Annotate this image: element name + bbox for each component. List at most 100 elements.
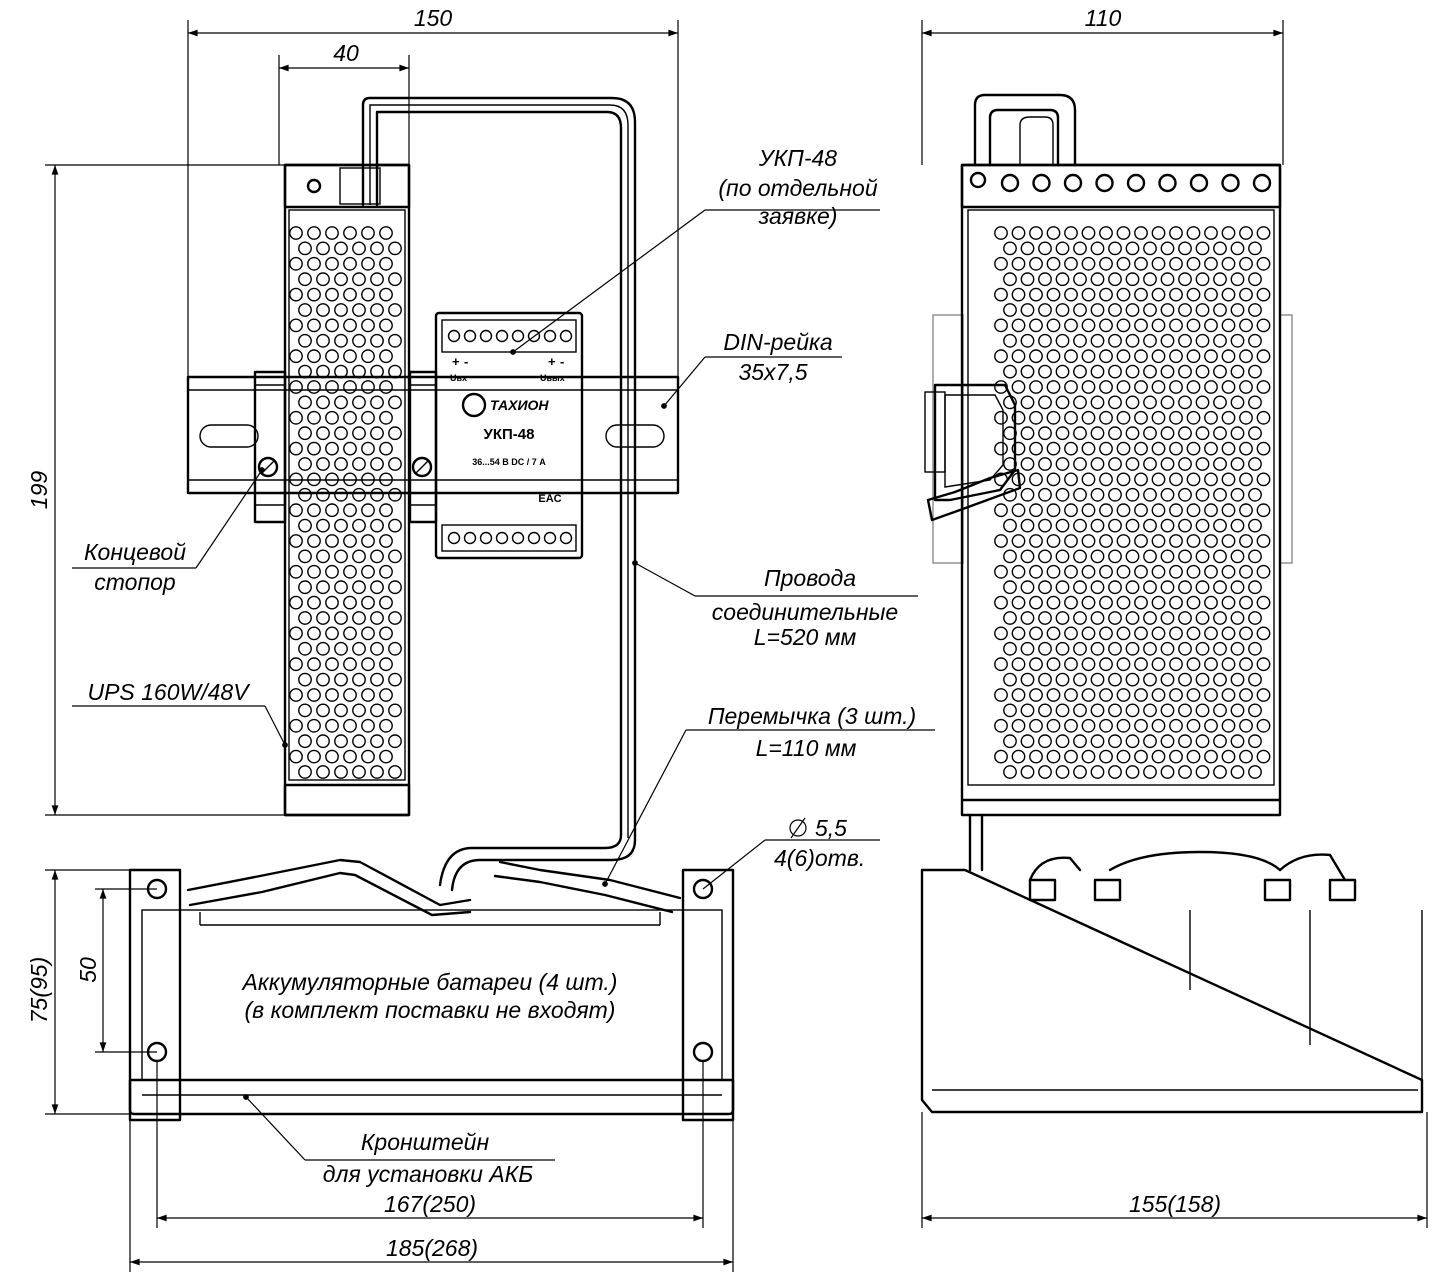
vent-hole xyxy=(316,426,330,441)
vent-hole xyxy=(1169,318,1183,333)
vent-hole xyxy=(1090,672,1105,687)
vent-hole xyxy=(1230,487,1245,502)
ventilation-holes-side xyxy=(994,226,1271,779)
vent-hole xyxy=(352,241,366,256)
vent-hole xyxy=(1046,626,1061,641)
vent-hole xyxy=(1116,595,1131,610)
vent-hole xyxy=(343,564,357,579)
vent-hole xyxy=(1090,457,1105,471)
callout-din-1: DIN-рейка xyxy=(723,329,832,355)
vent-hole xyxy=(325,441,339,456)
vent-hole xyxy=(1099,718,1113,733)
vent-hole xyxy=(1029,349,1043,364)
side-view xyxy=(920,93,1424,1114)
vent-hole xyxy=(289,595,303,610)
battery-side xyxy=(920,813,1424,1114)
diameter-icon xyxy=(789,819,807,837)
vent-hole xyxy=(1003,703,1017,718)
vent-hole xyxy=(1064,749,1078,764)
vent-hole xyxy=(316,364,330,379)
vent-hole xyxy=(1090,765,1105,779)
vent-hole xyxy=(1090,272,1105,287)
vent-hole xyxy=(370,241,384,256)
vent-hole xyxy=(1055,518,1070,533)
vent-hole xyxy=(343,718,357,733)
vent-hole xyxy=(1125,457,1140,471)
dim-155-158: 155(158) xyxy=(1129,1191,1221,1217)
vent-hole xyxy=(1178,580,1192,595)
vent-hole xyxy=(1020,611,1035,625)
terminal-icon xyxy=(495,329,509,343)
vent-hole xyxy=(1003,272,1017,287)
vent-hole xyxy=(1081,534,1096,548)
vent-hole xyxy=(325,318,339,333)
terminal-screw-icon xyxy=(1126,173,1146,193)
vent-hole xyxy=(1221,441,1236,456)
vent-hole xyxy=(1143,303,1157,317)
vent-hole xyxy=(334,272,348,287)
vent-hole xyxy=(1213,395,1227,410)
vent-hole xyxy=(1178,364,1192,379)
vent-hole xyxy=(1151,380,1166,394)
vent-hole xyxy=(1064,534,1078,548)
vent-hole xyxy=(1108,303,1122,317)
vent-hole xyxy=(1248,611,1262,625)
vent-hole xyxy=(1011,564,1026,579)
vent-hole xyxy=(1230,303,1245,317)
vent-hole xyxy=(1169,534,1183,548)
terminal-icon xyxy=(447,531,461,545)
vent-hole xyxy=(1011,503,1026,518)
vent-hole xyxy=(1204,749,1218,764)
vent-hole xyxy=(1248,703,1262,718)
vent-hole xyxy=(1221,657,1236,672)
vent-hole xyxy=(388,272,402,287)
vent-hole xyxy=(1143,703,1157,718)
vent-hole xyxy=(1055,333,1070,348)
vent-hole xyxy=(1186,718,1201,733)
vent-hole xyxy=(307,564,321,579)
vent-hole xyxy=(1221,226,1236,240)
vent-hole xyxy=(289,410,303,425)
vent-hole xyxy=(1038,672,1052,687)
vent-hole xyxy=(1186,287,1201,302)
vent-hole xyxy=(1064,626,1078,641)
vent-hole xyxy=(1116,626,1131,641)
vent-hole xyxy=(1230,272,1245,287)
vent-hole xyxy=(1151,718,1166,733)
vent-hole xyxy=(1213,518,1227,533)
ukp-terminals-bottom xyxy=(447,531,573,545)
vent-hole xyxy=(1029,688,1043,702)
vent-hole xyxy=(1143,457,1157,471)
vent-hole xyxy=(1256,626,1271,641)
vent-hole xyxy=(379,657,393,672)
vent-hole xyxy=(1055,241,1070,256)
vent-hole xyxy=(325,749,339,764)
vent-hole xyxy=(1099,256,1113,271)
terminal-screws xyxy=(1000,173,1272,193)
vent-hole xyxy=(1213,549,1227,564)
callouts: УКП-48 (по отдельной заявке) DIN-рейка 3… xyxy=(72,145,935,1187)
vent-hole xyxy=(1116,718,1131,733)
vent-hole xyxy=(361,287,375,302)
ukp-uin-label: Uвх xyxy=(450,373,467,383)
vent-hole xyxy=(289,688,303,702)
vent-hole xyxy=(1248,241,1262,256)
vent-hole xyxy=(1221,688,1236,702)
vent-hole xyxy=(1029,380,1043,394)
vent-hole xyxy=(289,226,303,240)
vent-hole xyxy=(379,256,393,271)
vent-hole xyxy=(325,410,339,425)
vent-hole xyxy=(370,641,384,656)
vent-hole xyxy=(1221,349,1236,364)
vent-hole xyxy=(352,580,366,595)
vent-hole xyxy=(379,503,393,518)
vent-hole xyxy=(334,241,348,256)
vent-hole xyxy=(1099,534,1113,548)
vent-hole xyxy=(361,749,375,764)
vent-hole xyxy=(361,256,375,271)
vent-hole xyxy=(343,626,357,641)
vent-hole xyxy=(361,534,375,548)
vent-hole xyxy=(1046,318,1061,333)
connecting-wires xyxy=(361,96,637,892)
